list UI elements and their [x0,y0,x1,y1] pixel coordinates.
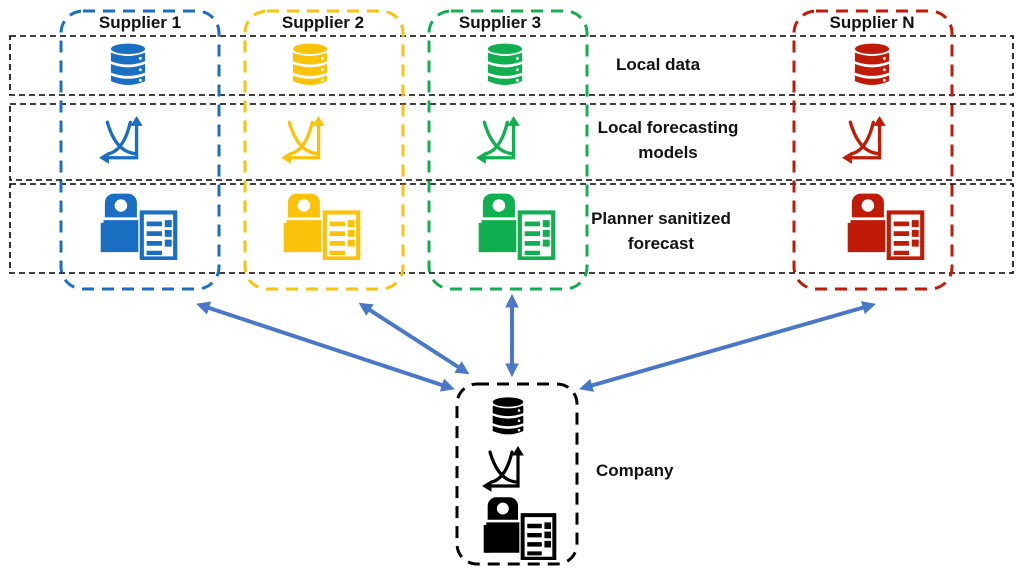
forecast-chart-icon [842,116,887,164]
connection-arrows [196,293,876,392]
supplier-3: Supplier 3 [427,9,589,291]
row-band-sanitized-forecast [9,183,1014,274]
company-boundary [455,382,579,566]
row-label-local-data: Local data [616,55,701,74]
row-labels: Local data Local forecasting models Plan… [591,55,738,253]
row-band-forecasting-models [9,103,1014,181]
arrow-supplier-2-company [358,302,470,375]
database-icon [292,43,328,85]
supplier-n-title: Supplier N [829,13,914,32]
row-label-sanitized-line2: forecast [628,234,694,253]
supplier-n: Supplier N [792,9,954,291]
database-icon [487,43,523,85]
forecast-chart-icon [482,446,525,492]
supplier-3-boundary [427,9,589,291]
planner-report-icon [284,194,358,258]
planner-report-icon [479,194,553,258]
planner-report-icon [848,194,922,258]
row-label-forecasting-line2: models [638,143,698,162]
planner-report-icon [483,495,557,560]
database-icon [110,43,146,85]
supplier-n-boundary [792,9,954,291]
row-label-sanitized-line1: Planner sanitized [591,209,731,228]
forecast-chart-icon [281,116,326,164]
row-label-forecasting-line1: Local forecasting [598,118,739,137]
planner-report-icon [101,194,175,258]
supplier-2-title: Supplier 2 [282,13,364,32]
row-band-local-data [9,35,1014,96]
arrow-supplier-n-company [579,301,876,392]
supplier-1: Supplier 1 [59,9,221,291]
database-icon [492,397,524,435]
company: Company [455,382,674,566]
supplier-1-boundary [59,9,221,291]
supplier-3-title: Supplier 3 [459,13,541,32]
forecast-chart-icon [99,116,144,164]
supplier-1-title: Supplier 1 [99,13,181,32]
row-bands [9,35,1014,274]
arrow-supplier-1-company [196,301,455,392]
company-label: Company [596,461,674,480]
supplier-2-boundary [243,9,405,291]
supplier-2: Supplier 2 [243,9,405,291]
forecast-chart-icon [476,116,521,164]
database-icon [854,43,890,85]
